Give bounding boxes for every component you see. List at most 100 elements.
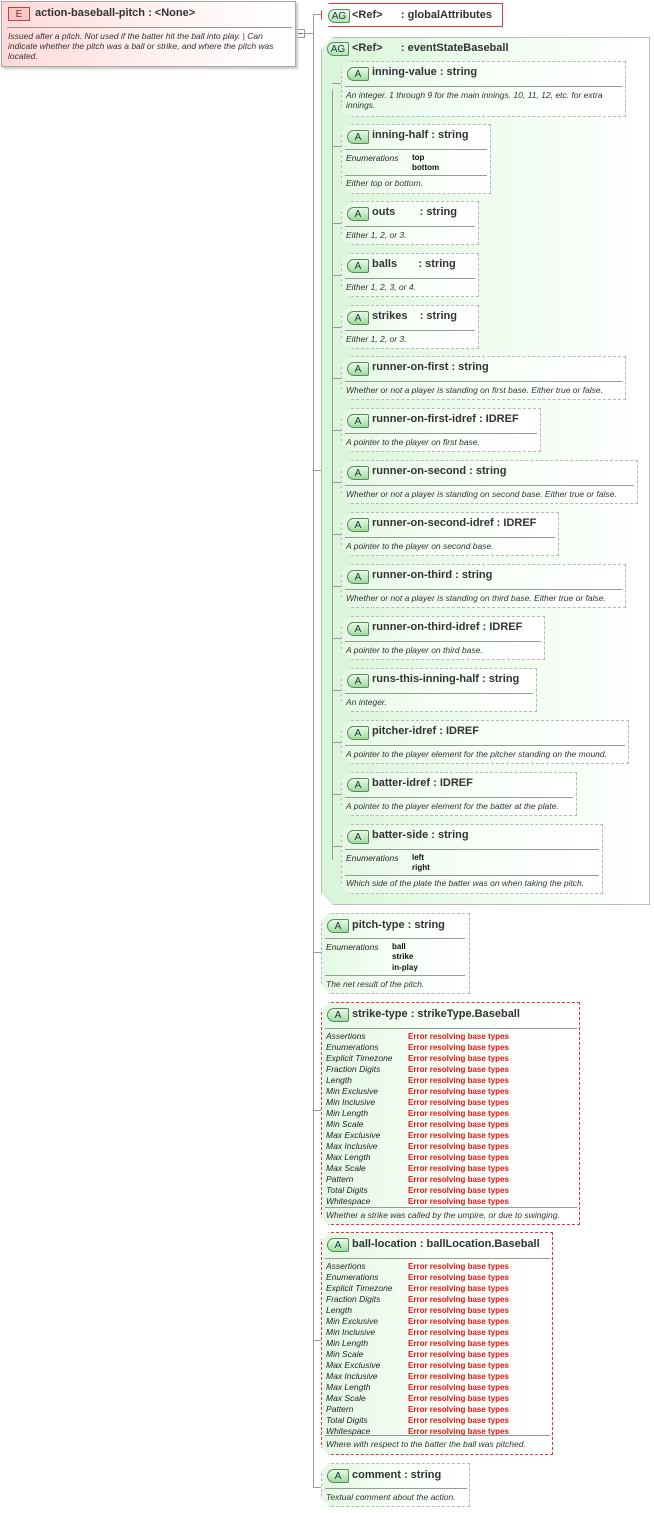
facet-error: Error resolving base types [408,1350,509,1359]
attribute-ball-location[interactable]: A ball-location : ballLocation.Baseball … [321,1232,553,1455]
attribute-title: runs-this-inning-half : string [372,673,520,685]
facet-error: Error resolving base types [408,1306,509,1315]
enum-values: top bottom [412,153,440,172]
facet-row: Max Length Error resolving base types [326,1382,586,1393]
attribute-description: A pointer to the player on third base. [346,645,483,655]
attribute-box[interactable]: A runner-on-third : string Whether or no… [341,564,626,608]
divider [345,485,634,486]
attribute-description: Either 1, 2, or 3. [346,230,407,240]
facet-error: Error resolving base types [408,1295,509,1304]
attribute-badge: A [347,778,369,792]
facet-name: Min Exclusive [326,1086,378,1096]
facet-error: Error resolving base types [408,1043,509,1052]
attribute-title: inning-value : string [372,66,478,78]
facet-row: Total Digits Error resolving base types [326,1185,586,1196]
connector [332,794,341,795]
attribute-box[interactable]: A inning-value : string An integer. 1 th… [341,61,626,117]
attribute-box[interactable]: A inning-half : string Enumerations top … [341,124,491,194]
attribute-group-badge: AG [328,9,350,23]
attribute-box[interactable]: A batter-idref : IDREF A pointer to the … [341,772,577,816]
divider [325,1258,550,1259]
attribute-comment[interactable]: A comment : string Textual comment about… [321,1463,470,1507]
facet-row: Pattern Error resolving base types [326,1174,586,1185]
attribute-description: Textual comment about the action. [326,1492,456,1502]
attribute-strike-type[interactable]: A strike-type : strikeType.Baseball Asse… [321,1002,580,1225]
facet-error: Error resolving base types [408,1032,509,1041]
facet-error: Error resolving base types [408,1383,509,1392]
connector [332,690,341,691]
facet-error: Error resolving base types [408,1262,509,1271]
attribute-group-title: <Ref> : eventStateBaseball [352,42,509,54]
divider [345,693,533,694]
attribute-box[interactable]: A runner-on-second : string Whether or n… [341,460,638,504]
facet-error: Error resolving base types [408,1098,509,1107]
facet-name: Min Length [326,1338,369,1348]
connector [332,90,333,860]
divider [325,938,465,939]
attribute-description: Either 1, 2, or 3. [346,334,407,344]
attribute-badge: A [347,207,369,221]
facet-row: Enumerations Error resolving base types [326,1042,586,1053]
facet-name: Explicit Timezone [326,1283,393,1293]
attribute-box[interactable]: A balls : string Either 1, 2, 3, or 4. [341,253,479,297]
attribute-badge: A [347,622,369,636]
facet-row: Min Scale Error resolving base types [326,1349,586,1360]
enumerations-label: Enumerations [346,853,399,863]
attribute-description: Whether or not a player is standing on s… [346,489,617,499]
attribute-description: Whether or not a player is standing on t… [346,593,606,603]
element-box[interactable]: E action-baseball-pitch : <None> Issued … [1,1,296,67]
facet-name: Length [326,1075,352,1085]
attribute-badge: A [347,726,369,740]
attribute-title: batter-side : string [372,829,469,841]
attribute-box[interactable]: A runs-this-inning-half : string An inte… [341,668,537,712]
facet-error: Error resolving base types [408,1339,509,1348]
attribute-badge: A [347,362,369,376]
enum-value: in-play [392,963,418,972]
divider [345,175,487,176]
attribute-title: comment : string [352,1469,442,1481]
attribute-description: A pointer to the player on second base. [346,541,494,551]
connector [313,14,314,1487]
facet-row: Max Scale Error resolving base types [326,1163,586,1174]
attribute-badge: A [347,67,369,81]
facet-row: Min Scale Error resolving base types [326,1119,586,1130]
attribute-title: strike-type : strikeType.Baseball [352,1008,520,1020]
facet-name: Max Scale [326,1393,366,1403]
facet-error: Error resolving base types [408,1175,509,1184]
facet-name: Explicit Timezone [326,1053,393,1063]
attribute-badge: A [327,919,349,933]
connector [313,1487,321,1488]
attribute-box[interactable]: A runner-on-first : string Whether or no… [341,356,626,400]
attribute-box[interactable]: A batter-side : string Enumerations left… [341,824,603,894]
divider [345,849,599,850]
facet-name: Max Length [326,1152,371,1162]
facet-error: Error resolving base types [408,1394,509,1403]
facet-error: Error resolving base types [408,1164,509,1173]
divider [345,875,599,876]
facet-error: Error resolving base types [408,1054,509,1063]
attribute-title: runner-on-first : string [372,361,489,373]
attribute-badge: A [347,130,369,144]
collapse-toggle[interactable] [296,29,305,38]
divider [325,1207,577,1208]
attribute-description: Either 1, 2, 3, or 4. [346,282,416,292]
attribute-box[interactable]: A runner-on-third-idref : IDREF A pointe… [341,616,545,660]
facet-error: Error resolving base types [408,1109,509,1118]
attribute-badge: A [347,311,369,325]
attribute-group-global[interactable]: AG <Ref> : globalAttributes [321,3,503,27]
attribute-box[interactable]: A outs : string Either 1, 2, or 3. [341,201,479,245]
attribute-pitch-type[interactable]: A pitch-type : string Enumerations ball … [321,913,470,994]
attribute-box[interactable]: A runner-on-second-idref : IDREF A point… [341,512,559,556]
enumerations-label: Enumerations [346,153,399,163]
connector [313,952,321,953]
facet-row: Whitespace Error resolving base types [326,1196,586,1207]
attribute-description: A pointer to the player element for the … [346,749,607,759]
connector [332,638,341,639]
facet-name: Max Inclusive [326,1371,378,1381]
attribute-box[interactable]: A pitcher-idref : IDREF A pointer to the… [341,720,629,764]
facet-name: Max Length [326,1382,371,1392]
attribute-box[interactable]: A strikes : string Either 1, 2, or 3. [341,305,479,349]
attribute-box[interactable]: A runner-on-first-idref : IDREF A pointe… [341,408,541,452]
